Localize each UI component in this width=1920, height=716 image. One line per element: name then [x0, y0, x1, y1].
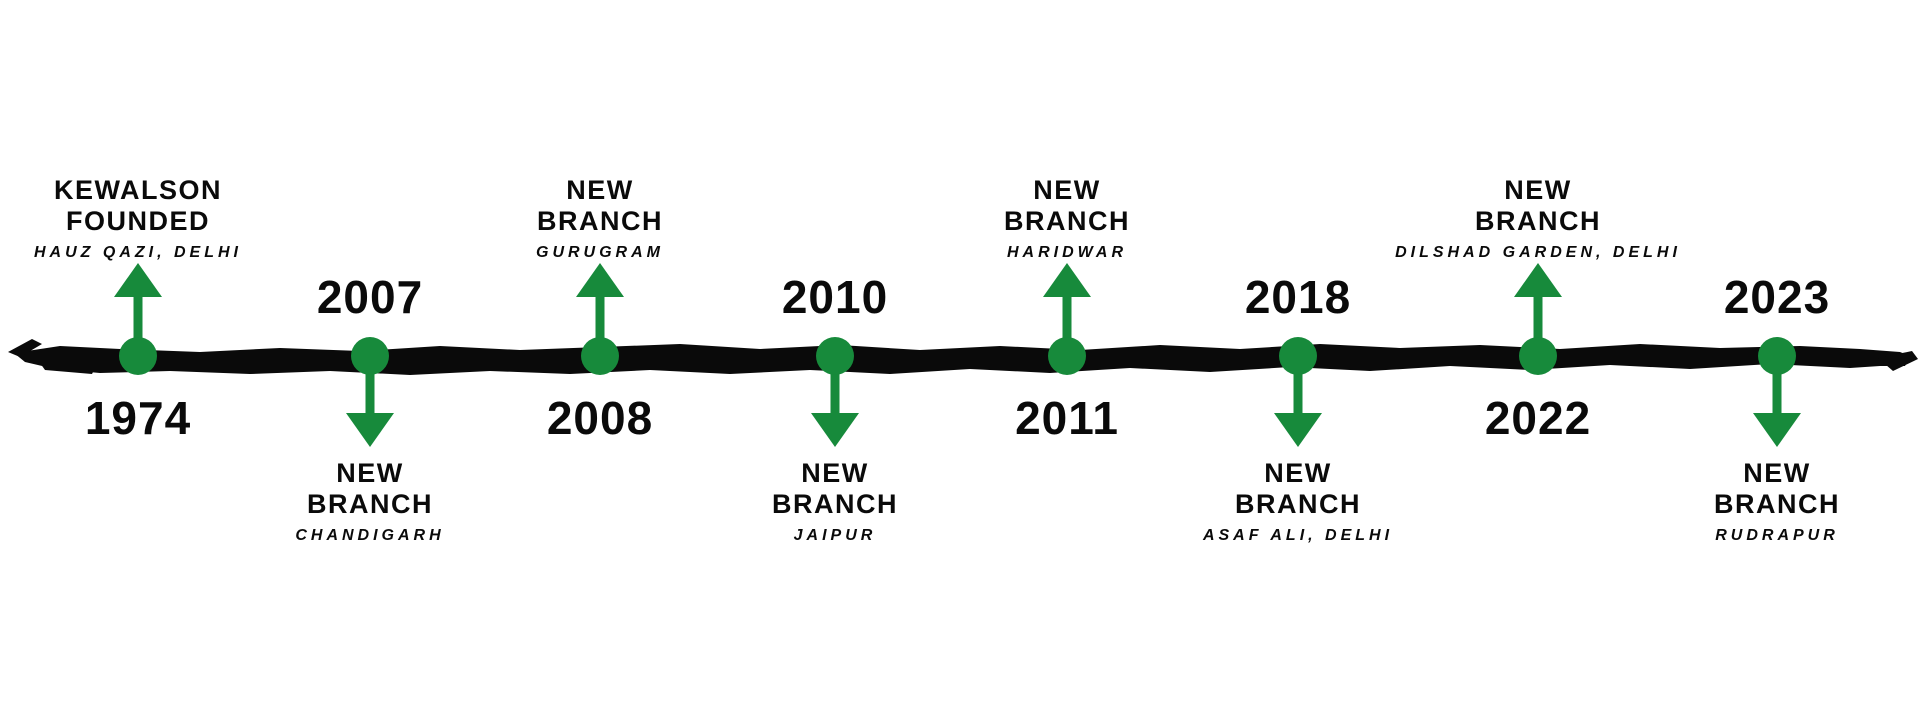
event-year: 2018 [1244, 271, 1352, 323]
event-dot-icon [816, 337, 854, 375]
event-location: DILSHAD GARDEN, DELHI [1395, 244, 1681, 261]
arrow-stem [1062, 290, 1072, 356]
event-year: 2010 [781, 271, 889, 323]
arrow-icon [1753, 413, 1801, 447]
event-dot-icon [1758, 337, 1796, 375]
event-dot-icon [1048, 337, 1086, 375]
arrow-icon [1514, 263, 1562, 297]
event-location: HARIDWAR [1007, 244, 1127, 261]
arrow-stem [1533, 290, 1543, 356]
event-location: JAIPUR [793, 527, 877, 544]
arrow-icon [576, 263, 624, 297]
event-year: 1974 [84, 392, 192, 444]
event-location: ASAF ALI, DELHI [1202, 527, 1394, 544]
arrow-icon [1274, 413, 1322, 447]
event-year: 2023 [1723, 271, 1831, 323]
arrow-stem [1293, 356, 1303, 418]
event-dot-icon [1519, 337, 1557, 375]
event-location: CHANDIGARH [295, 527, 445, 544]
arrow-stem [595, 290, 605, 356]
arrow-stem [133, 290, 143, 356]
event-dot-icon [1279, 337, 1317, 375]
event-dot-icon [581, 337, 619, 375]
arrow-icon [1043, 263, 1091, 297]
event-location: RUDRAPUR [1715, 527, 1839, 544]
arrow-stem [830, 356, 840, 418]
arrow-icon [346, 413, 394, 447]
arrow-icon [811, 413, 859, 447]
event-location: HAUZ QAZI, DELHI [34, 244, 242, 261]
arrow-icon [114, 263, 162, 297]
event-dot-icon [351, 337, 389, 375]
event-year: 2007 [316, 271, 424, 323]
event-location: GURUGRAM [536, 244, 664, 261]
event-year: 2008 [546, 392, 654, 444]
event-dot-icon [119, 337, 157, 375]
arrow-stem [1772, 356, 1782, 418]
event-year: 2011 [1015, 392, 1119, 444]
arrow-stem [365, 356, 375, 418]
event-year: 2022 [1484, 392, 1592, 444]
